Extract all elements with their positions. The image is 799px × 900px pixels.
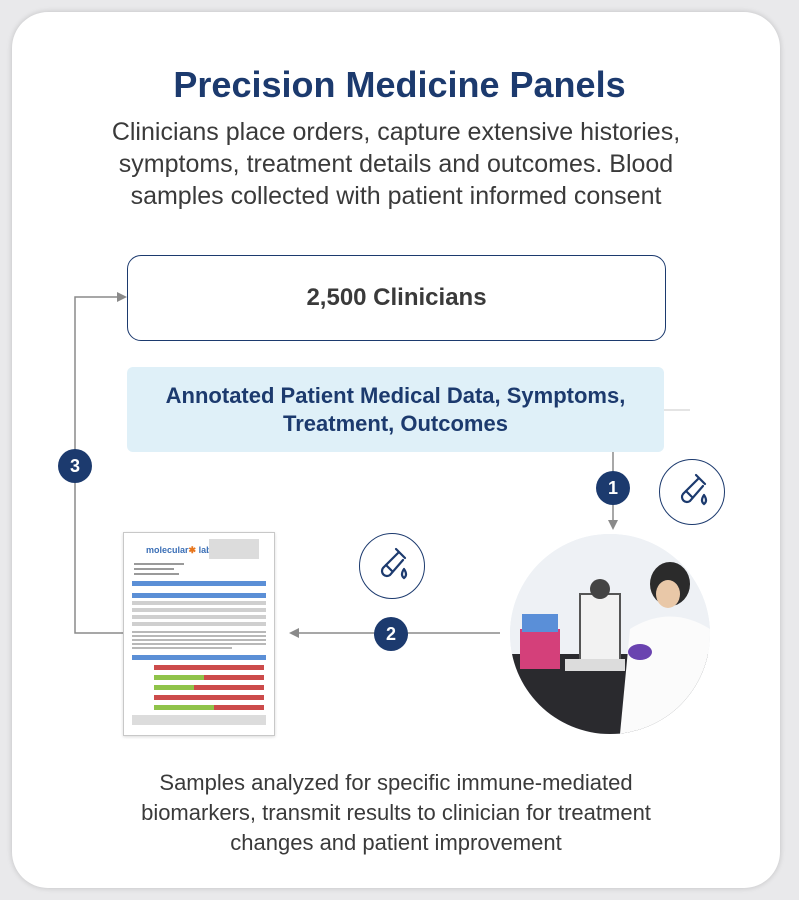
step-2-badge: 2 bbox=[374, 617, 408, 651]
patient-data-box: Annotated Patient Medical Data, Symptoms… bbox=[127, 367, 664, 452]
step-3-badge: 3 bbox=[58, 449, 92, 483]
clinicians-box: 2,500 Clinicians bbox=[127, 255, 666, 341]
lab-report-image: molecular✱ labs bbox=[123, 532, 275, 736]
bottom-caption: Samples analyzed for specific immune-med… bbox=[141, 770, 651, 855]
blood-tube-icon bbox=[359, 533, 425, 599]
report-logo: molecular✱ labs bbox=[146, 545, 217, 555]
step-1-badge: 1 bbox=[596, 471, 630, 505]
page-title: Precision Medicine Panels bbox=[173, 64, 626, 105]
page-subtitle: Clinicians place orders, capture extensi… bbox=[111, 118, 681, 210]
lab-technician-photo bbox=[510, 534, 710, 734]
blood-tube-icon bbox=[659, 459, 725, 525]
